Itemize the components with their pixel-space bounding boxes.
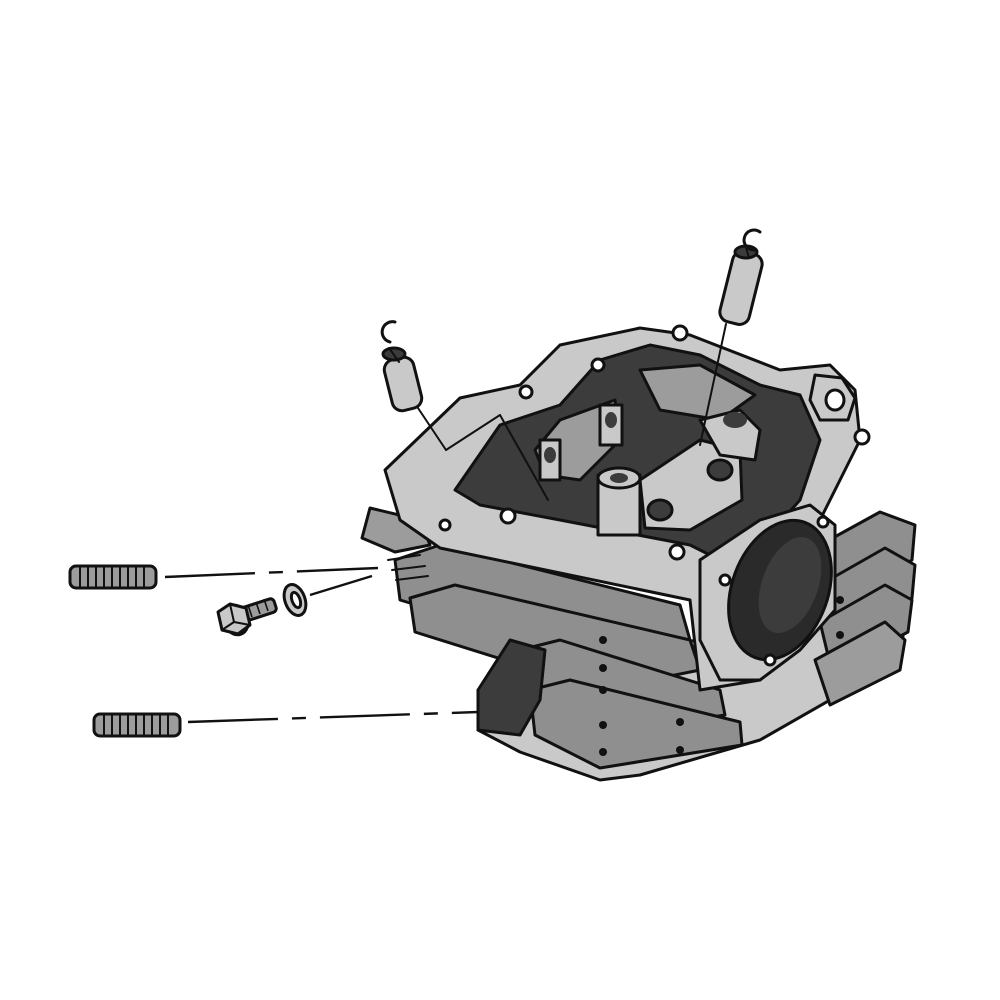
stud-entry-hatching [387,554,429,581]
clip-left [380,320,397,344]
right-cooling-fins [813,510,917,707]
head-lower-pillar [476,638,547,737]
cylinder-head [360,324,917,782]
deck-bolt-holes [438,324,871,561]
port-opening [698,503,837,682]
clip-right [742,228,762,252]
sealing-washer [282,574,373,617]
stud-upper [68,564,379,590]
valve-guide-right [699,239,764,446]
rocker-bosses [538,403,762,537]
valve-guide-left [381,346,549,501]
flange-bolt [216,597,278,637]
stud-lower [92,710,479,738]
